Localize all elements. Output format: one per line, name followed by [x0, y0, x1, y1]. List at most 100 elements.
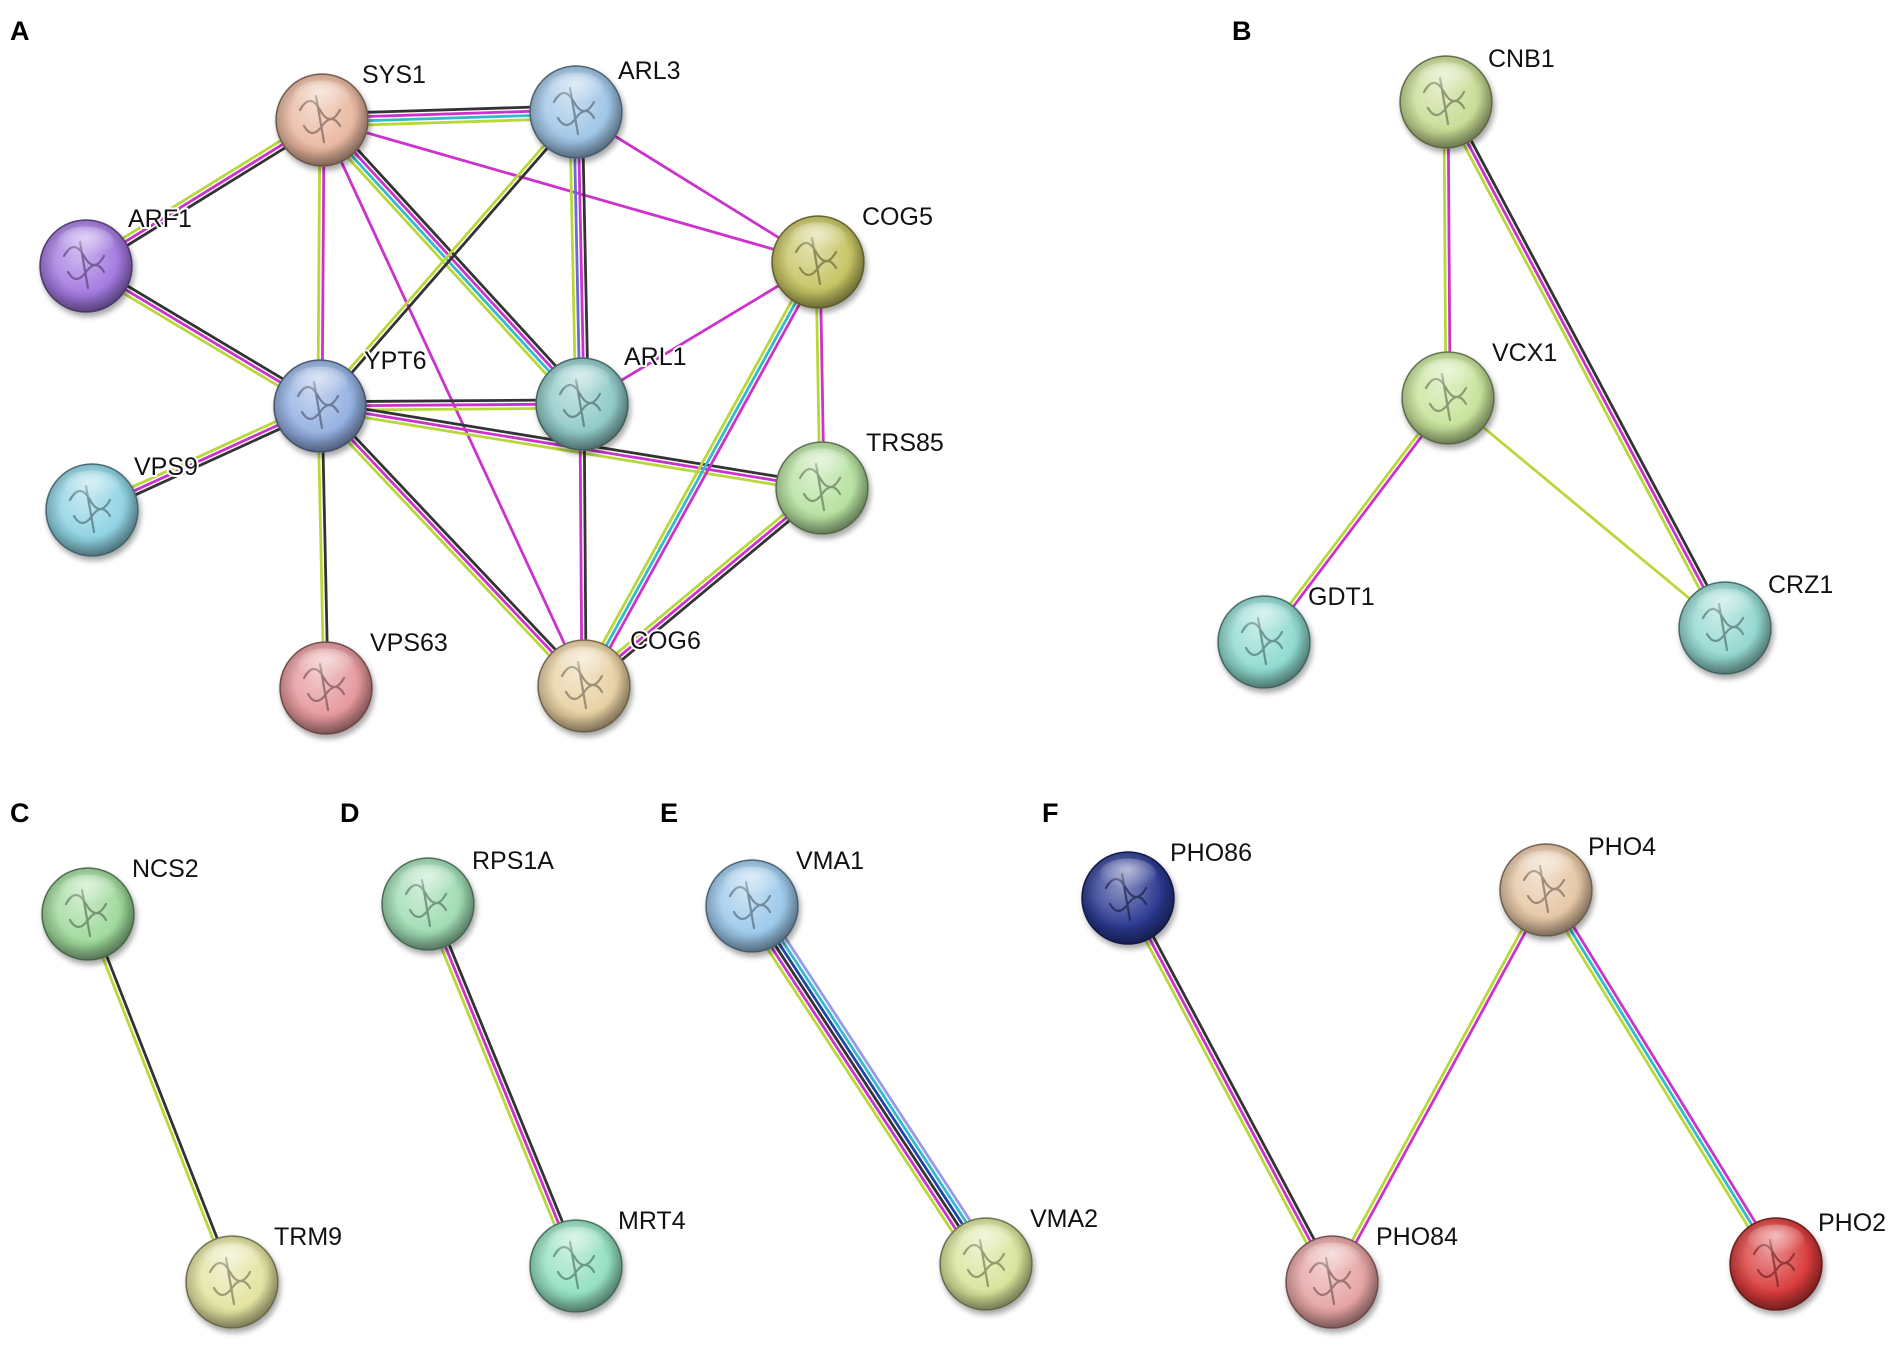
sphere-highlight — [1099, 858, 1157, 890]
node-vps9[interactable]: VPS9 — [45, 451, 200, 557]
sphere-highlight — [297, 648, 355, 680]
node-label-gdt1: GDT1 — [1308, 583, 1375, 611]
edge-evidence-line — [422, 904, 574, 1269]
edge-cnb1-crz1 — [1440, 98, 1731, 632]
edge-evidence-line — [316, 118, 322, 408]
edge-pho86-pho84 — [1122, 894, 1338, 1286]
panel-letter-a: A — [10, 16, 30, 46]
node-cnb1[interactable]: CNB1 — [1399, 43, 1557, 149]
sphere-highlight — [203, 1242, 261, 1274]
edge-evidence-line — [320, 118, 326, 408]
node-cog5[interactable]: COG5 — [771, 201, 935, 309]
edge-vcx1-crz1 — [1446, 396, 1727, 630]
edge-evidence-line — [1328, 887, 1546, 1283]
edge-evidence-line — [576, 110, 586, 406]
edge-cog5-cog6 — [578, 258, 824, 690]
node-label-arl3: ARL3 — [618, 57, 681, 85]
node-vma1[interactable]: VMA1 — [705, 845, 866, 953]
node-arf1[interactable]: ARF1 — [39, 203, 194, 313]
node-arl3[interactable]: ARL3 — [529, 55, 683, 159]
edge-vcx1-gdt1 — [1260, 395, 1452, 645]
edge-evidence-line — [578, 258, 816, 686]
sphere-highlight — [1696, 588, 1754, 620]
node-pho86[interactable]: PHO86 — [1081, 837, 1254, 945]
node-label-cnb1: CNB1 — [1488, 45, 1555, 73]
node-pho4[interactable]: PHO4 — [1499, 831, 1658, 937]
node-trs85[interactable]: TRS85 — [775, 427, 946, 535]
edge-evidence-line — [325, 114, 589, 402]
node-label-arl1: ARL1 — [624, 343, 687, 371]
node-pho2[interactable]: PHO2 — [1729, 1207, 1888, 1311]
edge-sys1-arl1 — [315, 114, 589, 410]
edge-sys1-ypt6 — [316, 118, 326, 408]
node-rps1a[interactable]: RPS1A — [381, 845, 556, 951]
edge-pho4-pho84 — [1328, 887, 1550, 1285]
node-label-pho86: PHO86 — [1170, 839, 1252, 867]
node-label-vcx1: VCX1 — [1492, 339, 1557, 367]
edge-evidence-line — [320, 118, 586, 688]
node-pho84[interactable]: PHO84 — [1285, 1221, 1460, 1329]
edge-rps1a-mrt4 — [422, 901, 582, 1269]
edge-evidence-line — [759, 898, 997, 1260]
edge-evidence-line — [317, 109, 576, 407]
edge-ypt6-cog6 — [315, 401, 589, 691]
edge-evidence-line — [748, 905, 986, 1267]
node-mrt4[interactable]: MRT4 — [529, 1205, 688, 1313]
edge-pho4-pho2 — [1541, 886, 1781, 1268]
sphere-highlight — [547, 72, 605, 104]
edge-evidence-line — [1541, 890, 1774, 1268]
sphere-highlight — [555, 646, 613, 678]
edge-evidence-line — [315, 122, 579, 410]
edge-evidence-line — [426, 902, 578, 1268]
node-crz1[interactable]: CRZ1 — [1678, 569, 1835, 675]
node-gdt1[interactable]: GDT1 — [1217, 581, 1377, 689]
node-label-ncs2: NCS2 — [132, 855, 199, 883]
node-label-trs85: TRS85 — [866, 429, 944, 457]
edge-evidence-line — [1448, 98, 1731, 628]
node-label-mrt4: MRT4 — [618, 1207, 686, 1235]
node-label-trm9: TRM9 — [274, 1223, 342, 1251]
edge-evidence-line — [741, 910, 979, 1272]
edge-evidence-line — [585, 489, 827, 691]
edge-evidence-line — [745, 908, 983, 1269]
node-vps63[interactable]: VPS63 — [279, 627, 450, 735]
node-label-pho4: PHO4 — [1588, 833, 1656, 861]
node-ncs2[interactable]: NCS2 — [41, 853, 201, 961]
edge-sys1-cog6 — [320, 118, 586, 688]
sphere-highlight — [553, 364, 611, 396]
edge-evidence-line — [88, 911, 236, 1283]
edge-arl3-cog5 — [574, 110, 820, 264]
sphere-highlight — [1747, 1224, 1805, 1256]
edge-evidence-line — [572, 110, 582, 406]
sphere-highlight — [789, 222, 847, 254]
node-sys1[interactable]: SYS1 — [275, 59, 428, 167]
edge-evidence-line — [1440, 102, 1723, 632]
edge-evidence-line — [318, 404, 586, 688]
sphere-highlight — [547, 1226, 605, 1258]
panel-letter-d: D — [340, 798, 360, 828]
node-vma2[interactable]: VMA2 — [939, 1203, 1100, 1311]
node-arl1[interactable]: ARL1 — [535, 341, 689, 451]
node-label-rps1a: RPS1A — [472, 847, 554, 875]
node-label-vma1: VMA1 — [796, 847, 864, 875]
edge-evidence-line — [755, 901, 993, 1262]
edge-evidence-line — [1122, 898, 1330, 1286]
edge-trs85-cog6 — [579, 483, 827, 691]
edge-evidence-line — [1548, 886, 1781, 1264]
node-cog6[interactable]: COG6 — [537, 625, 703, 733]
node-vcx1[interactable]: VCX1 — [1401, 337, 1559, 445]
edge-evidence-line — [586, 262, 824, 690]
edge-evidence-line — [319, 120, 582, 407]
node-trm9[interactable]: TRM9 — [185, 1221, 344, 1329]
edge-evidence-line — [574, 110, 820, 264]
edge-evidence-line — [579, 483, 821, 685]
node-label-cog6: COG6 — [630, 627, 701, 655]
panel-letter-f: F — [1042, 798, 1059, 828]
node-ypt6[interactable]: YPT6 — [273, 345, 429, 453]
edge-evidence-line — [430, 901, 582, 1266]
edge-evidence-line — [1544, 888, 1778, 1266]
